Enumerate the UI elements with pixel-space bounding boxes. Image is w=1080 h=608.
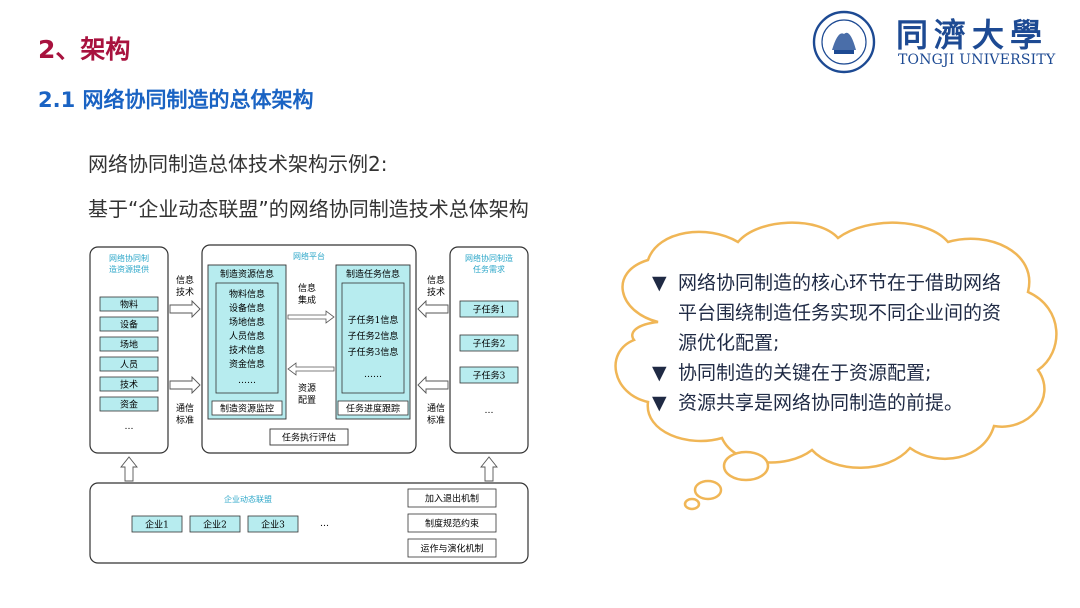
body-line-1: 网络协同制造总体技术架构示例2: bbox=[88, 152, 388, 176]
resource-provider-title-1: 网络协同制 bbox=[109, 253, 149, 263]
callout-text-0: 网络协同制造的核心环节在于借助网络平台围绕制造任务实现不同企业间的资源优化配置; bbox=[678, 272, 1002, 354]
arrow-left-top-label-1: 信息 bbox=[176, 274, 194, 286]
subtask-item-2: 子任务3 bbox=[473, 370, 506, 382]
arrow-left-top-label-2: 技术 bbox=[176, 286, 194, 298]
mid-top-label-1: 信息 bbox=[298, 282, 316, 294]
task-demand-title-2: 任务需求 bbox=[473, 264, 505, 274]
task-info-item-3: …… bbox=[364, 370, 382, 380]
arrow-integration bbox=[287, 310, 335, 324]
task-progress-label: 任务进度跟踪 bbox=[346, 403, 400, 415]
page-subtitle: 2.1 网络协同制造的总体架构 bbox=[38, 88, 314, 112]
resource-item-5: 资金 bbox=[120, 399, 138, 411]
arrow-right-top-label-2: 技术 bbox=[427, 286, 445, 298]
tongji-logo bbox=[812, 10, 876, 74]
task-info-item-0: 子任务1信息 bbox=[348, 314, 399, 326]
mid-bottom-label-2: 配置 bbox=[298, 395, 316, 406]
arrow-right-bottom-label-1: 通信 bbox=[427, 402, 445, 414]
arrow-right-bottom-label-2: 标准 bbox=[427, 414, 445, 426]
task-demand-ellipsis: … bbox=[485, 406, 494, 416]
triangle-bullet-icon: ▼ bbox=[652, 392, 667, 414]
resource-info-item-3: 人员信息 bbox=[229, 330, 265, 342]
enterprise-2: 企业3 bbox=[261, 519, 285, 531]
callout-text-2: 资源共享是网络协同制造的前提。 bbox=[678, 392, 964, 414]
task-demand-title-1: 网络协同制造 bbox=[465, 253, 513, 263]
subtask-item-1: 子任务2 bbox=[473, 338, 506, 350]
arrow-allocation bbox=[287, 362, 335, 376]
resource-info-item-5: 资金信息 bbox=[229, 358, 265, 370]
architecture-diagram: 网络协同制 造资源提供 物料 设备 场地 人员 技术 资金 … 信息 技术 通信… bbox=[88, 243, 532, 565]
resource-item-0: 物料 bbox=[120, 299, 138, 311]
resource-provider-title-2: 造资源提供 bbox=[109, 264, 149, 274]
resource-item-3: 人员 bbox=[120, 360, 138, 371]
arrow-up-left bbox=[120, 456, 138, 482]
cloud-outline bbox=[614, 221, 1058, 511]
enterprise-ellipsis: … bbox=[320, 519, 329, 529]
task-evaluation-box bbox=[269, 428, 349, 446]
enterprise-1: 企业2 bbox=[203, 519, 227, 531]
mid-top-label-2: 集成 bbox=[298, 294, 316, 306]
arrow-up-right bbox=[480, 456, 498, 482]
enterprise-0: 企业1 bbox=[145, 519, 169, 531]
callout-text-1: 协同制造的关键在于资源配置; bbox=[678, 362, 932, 384]
resource-item-1: 设备 bbox=[120, 319, 138, 331]
page-title: 2、架构 bbox=[38, 35, 131, 64]
mechanism-2: 运作与演化机制 bbox=[420, 543, 483, 555]
callout-item-1: ▼ 协同制造的关键在于资源配置; bbox=[652, 358, 1012, 388]
enterprise-alliance-title: 企业动态联盟 bbox=[224, 494, 272, 504]
arrow-right-top-label-1: 信息 bbox=[427, 274, 445, 286]
body-line-2: 基于“企业动态联盟”的网络协同制造技术总体架构 bbox=[88, 197, 529, 221]
resource-monitor-label: 制造资源监控 bbox=[220, 403, 274, 415]
task-info-title: 制造任务信息 bbox=[346, 268, 400, 280]
callout-item-0: ▼ 网络协同制造的核心环节在于借助网络平台围绕制造任务实现不同企业间的资源优化配… bbox=[652, 268, 1012, 358]
arrow-left-bottom-label-1: 通信 bbox=[176, 402, 194, 414]
mechanism-0: 加入退出机制 bbox=[425, 493, 479, 505]
resource-info-title: 制造资源信息 bbox=[220, 268, 274, 280]
callout-list: ▼ 网络协同制造的核心环节在于借助网络平台围绕制造任务实现不同企业间的资源优化配… bbox=[652, 268, 1012, 418]
resource-item-4: 技术 bbox=[120, 379, 138, 391]
resource-provider-ellipsis: … bbox=[125, 422, 134, 432]
network-platform-title: 网络平台 bbox=[293, 251, 325, 261]
arrow-left-top bbox=[169, 299, 201, 319]
arrow-right-bottom bbox=[417, 375, 449, 395]
callout-item-2: ▼ 资源共享是网络协同制造的前提。 bbox=[652, 388, 1012, 418]
resource-info-item-4: 技术信息 bbox=[229, 344, 265, 356]
mechanism-1: 制度规范约束 bbox=[425, 518, 479, 530]
resource-info-item-6: …… bbox=[238, 376, 256, 386]
mid-bottom-label-1: 资源 bbox=[298, 383, 316, 394]
triangle-bullet-icon: ▼ bbox=[652, 272, 667, 294]
resource-info-item-0: 物料信息 bbox=[229, 288, 265, 300]
thought-cloud bbox=[614, 221, 1058, 511]
arrow-left-bottom-label-2: 标准 bbox=[176, 414, 194, 426]
university-seal-icon bbox=[812, 10, 876, 74]
task-info-item-1: 子任务2信息 bbox=[348, 330, 399, 342]
resource-info-item-1: 设备信息 bbox=[229, 302, 265, 314]
resource-provider-items: 物料 设备 场地 人员 技术 资金 bbox=[99, 296, 159, 412]
subtask-item-0: 子任务1 bbox=[473, 304, 506, 316]
resource-item-2: 场地 bbox=[120, 339, 138, 351]
logo-chinese-name: 同濟大學 bbox=[896, 16, 1049, 54]
resource-info-item-2: 场地信息 bbox=[229, 316, 265, 328]
arrow-right-top bbox=[417, 299, 449, 319]
task-info-item-2: 子任务3信息 bbox=[348, 346, 399, 358]
logo-english-name: TONGJI UNIVERSITY bbox=[898, 52, 1056, 68]
triangle-bullet-icon: ▼ bbox=[652, 362, 667, 384]
arrow-left-bottom bbox=[169, 375, 201, 395]
task-evaluation-label: 任务执行评估 bbox=[282, 432, 336, 444]
